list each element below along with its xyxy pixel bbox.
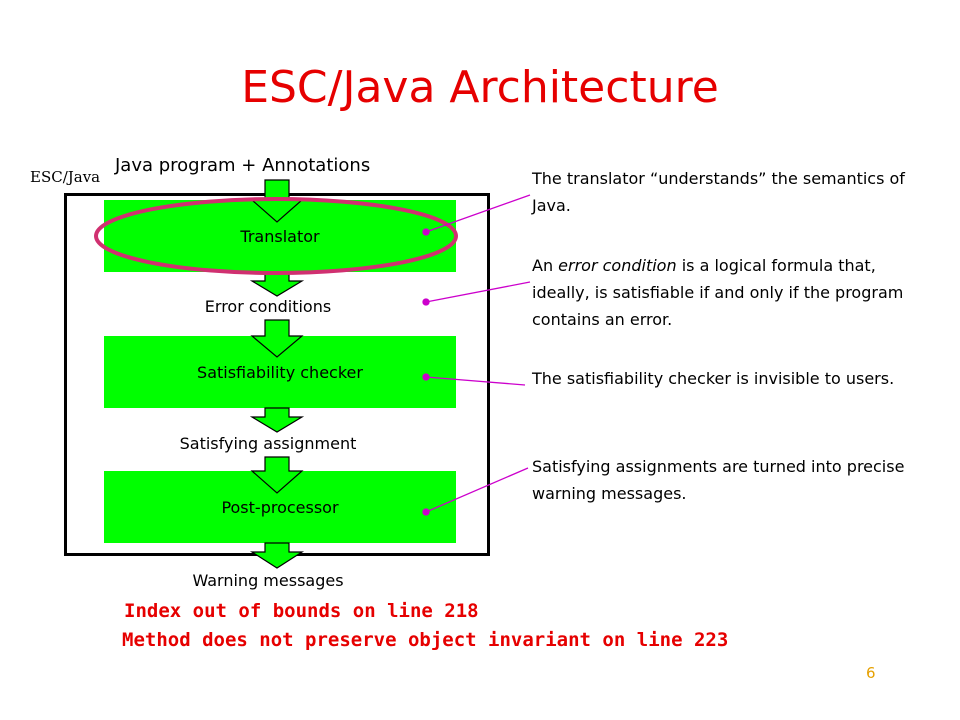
- warning-line-2: Method does not preserve object invarian…: [122, 629, 729, 651]
- note-error-rest: is a logical formula that, ideally, is s…: [532, 256, 904, 329]
- post-processor-label: Post-processor: [221, 497, 339, 517]
- error-conditions-label: Error conditions: [204, 297, 332, 316]
- connector-line-error: [425, 281, 531, 303]
- connector-line-checker: [425, 376, 526, 386]
- translator-label: Translator: [240, 226, 320, 246]
- satisfiability-checker-label: Satisfiability checker: [197, 362, 363, 382]
- arrow-error-conditions-to-checker: [250, 319, 304, 358]
- note-assignments: Satisfying assignments are turned into p…: [532, 457, 905, 503]
- arrow-translator-to-error-conditions: [249, 271, 305, 297]
- arrow-postprocessor-to-warnings: [249, 542, 305, 569]
- input-label: Java program + Annotations: [115, 155, 371, 176]
- arrow-checker-to-assignment: [249, 407, 305, 433]
- page-number: 6: [866, 664, 876, 682]
- note-checker: The satisfiability checker is invisible …: [532, 369, 895, 388]
- note-error-emphasis: error condition: [558, 256, 677, 275]
- warning-line-1: Index out of bounds on line 218: [124, 600, 479, 622]
- satisfying-assignment-label: Satisfying assignment: [179, 434, 357, 453]
- esc-java-frame-label: ESC/Java: [30, 168, 101, 186]
- connector-dot-postprocessor: [422, 508, 430, 516]
- warning-messages-label: Warning messages: [192, 571, 344, 590]
- connector-dot-checker: [422, 373, 430, 381]
- note-translator: The translator “understands” the semanti…: [532, 169, 905, 215]
- arrow-assignment-to-postprocessor: [250, 456, 304, 494]
- slide-title: ESC/Java Architecture: [241, 62, 719, 113]
- note-error-condition: An error condition is a logical formula …: [532, 252, 932, 333]
- connector-dot-translator: [422, 228, 430, 236]
- note-error-prefix: An: [532, 256, 559, 275]
- translator-highlight-ellipse: [94, 197, 458, 275]
- connector-line-postprocessor: [425, 467, 529, 513]
- connector-line-translator: [425, 194, 531, 233]
- connector-dot-error: [422, 298, 430, 306]
